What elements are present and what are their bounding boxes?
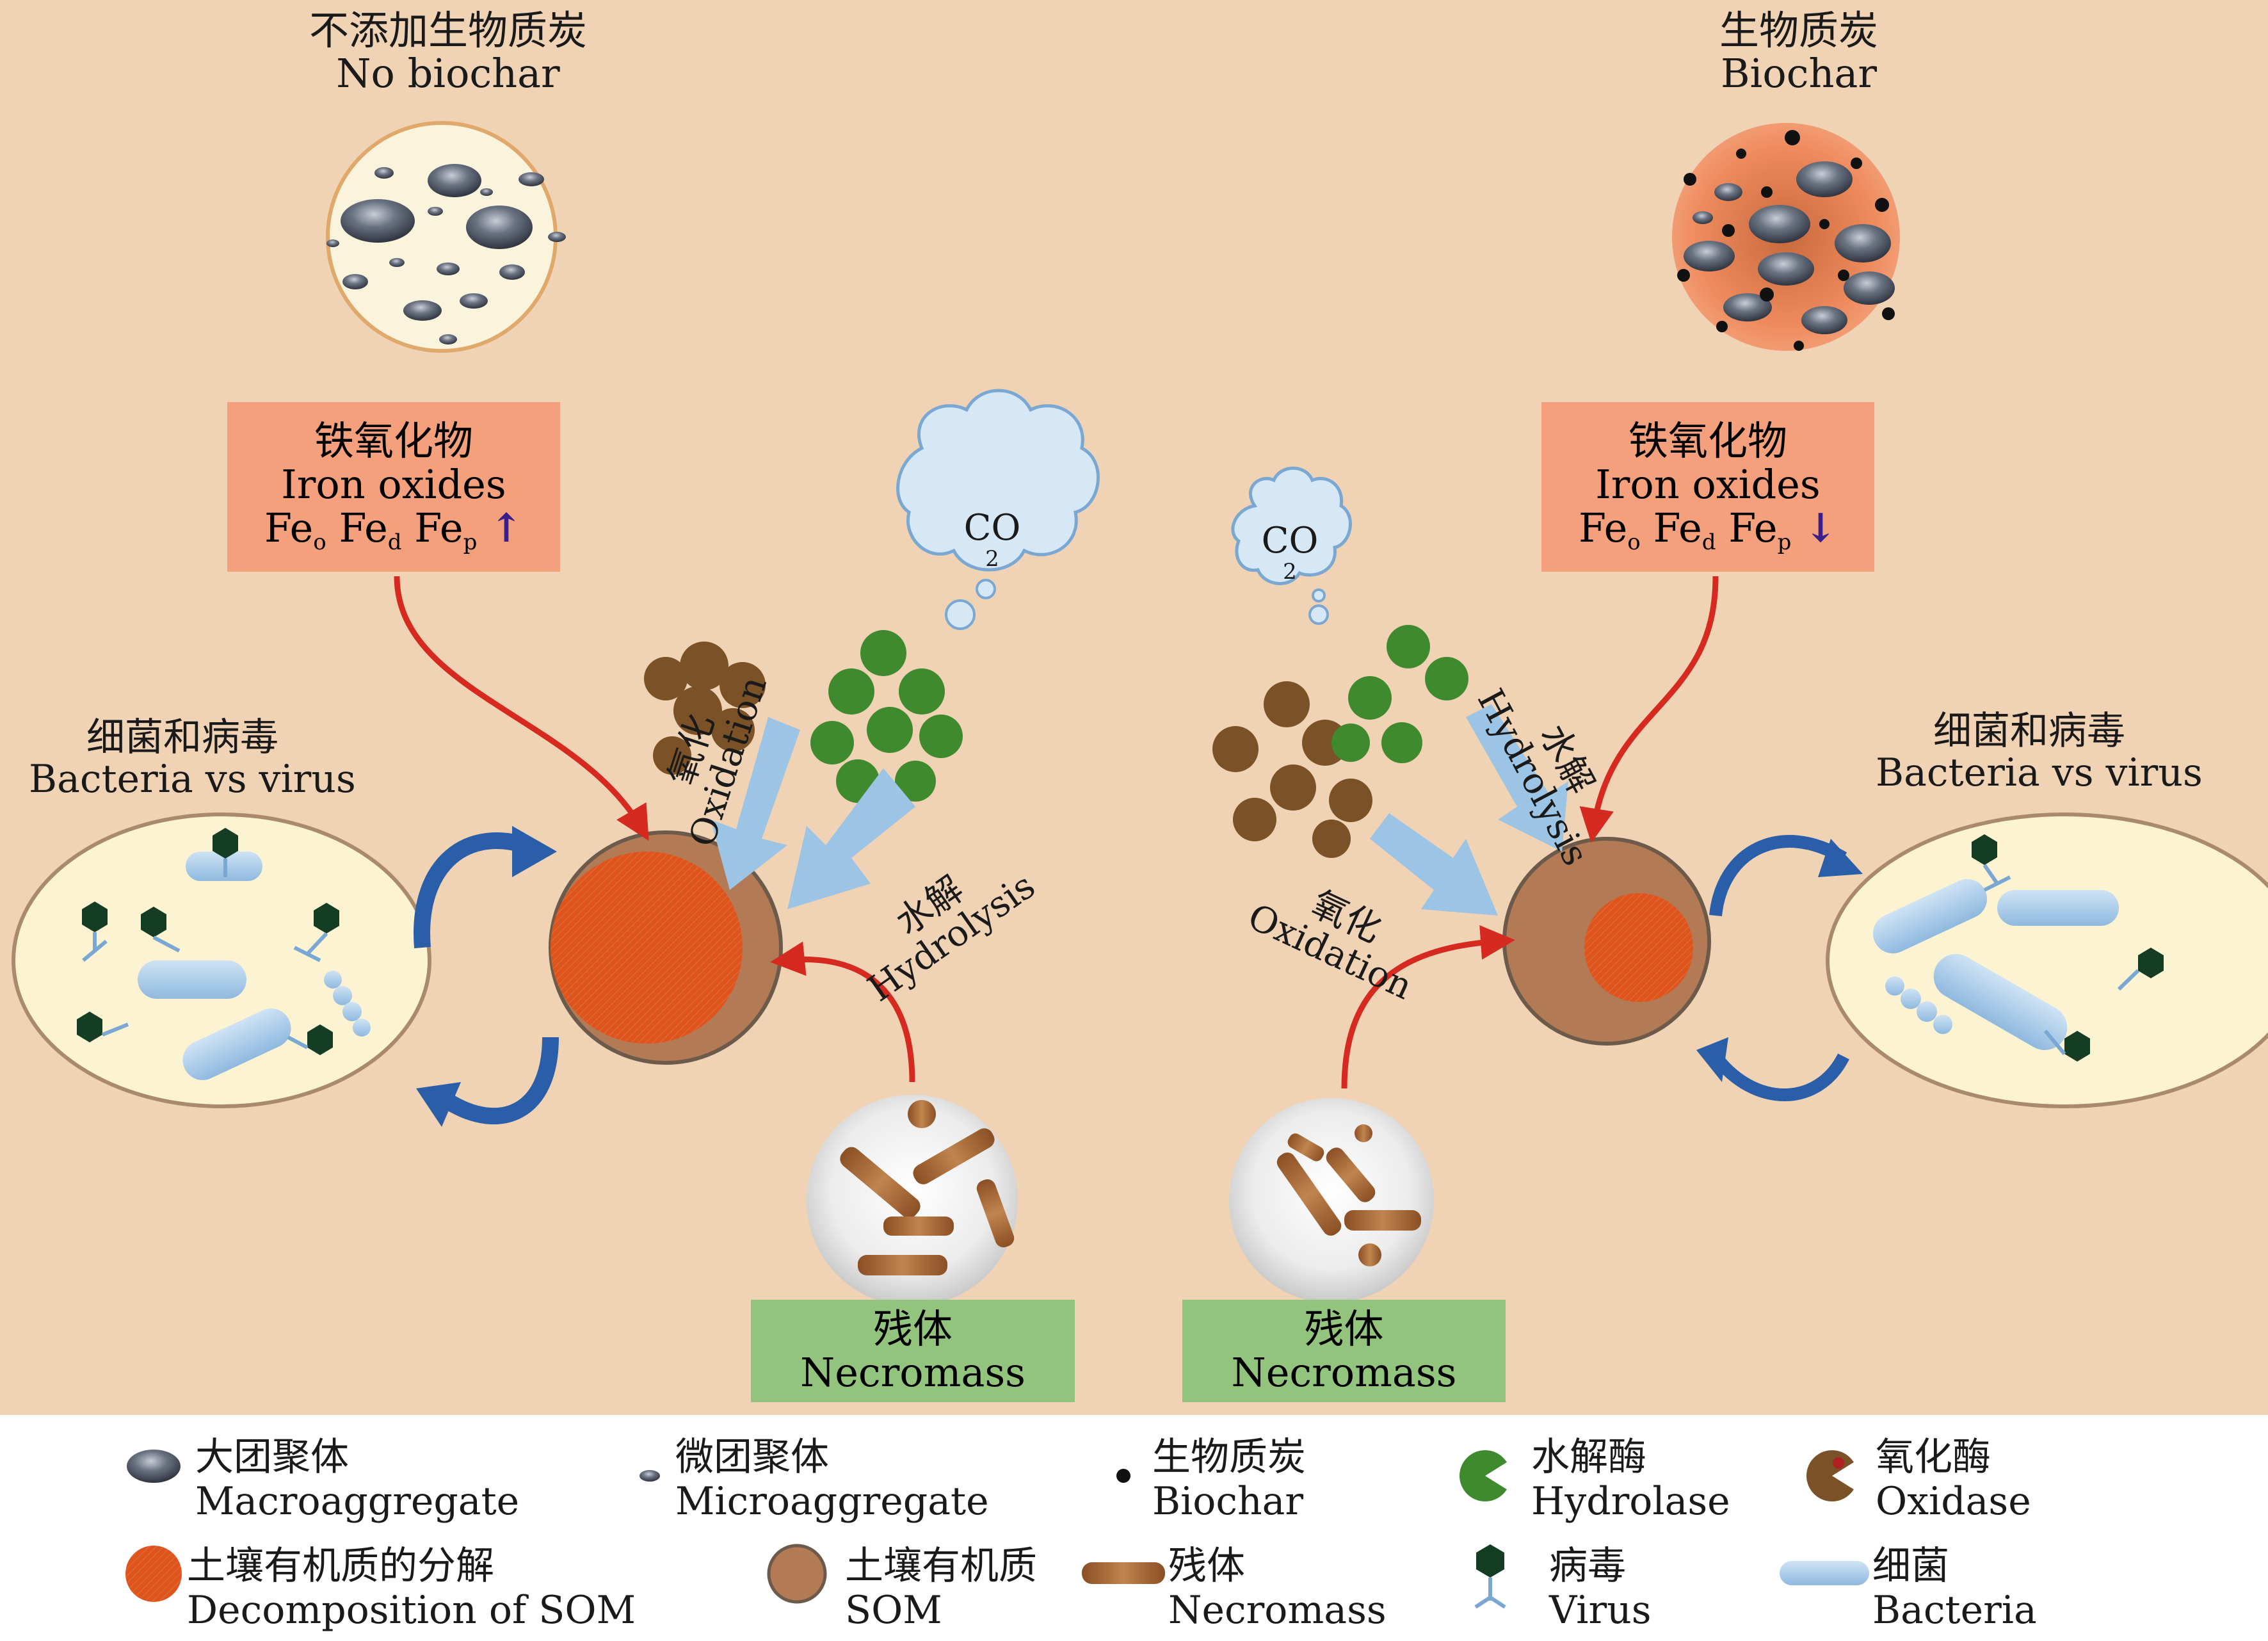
iron-oxides-box-left: 铁氧化物 Iron oxides Feo Fed Fep ↑ xyxy=(227,402,560,572)
iron-fractions-left: Feo Fed Fep ↑ xyxy=(264,504,524,555)
som-right xyxy=(1502,837,1711,1046)
trend-up-arrow-icon: ↑ xyxy=(490,504,524,551)
iron-oxides-en-left: Iron oxides xyxy=(281,460,506,508)
som-decomposition-left xyxy=(549,830,783,1065)
bacteria-icon xyxy=(1780,1561,1869,1585)
oxidase-cluster-left xyxy=(644,642,766,775)
som-decomposition-icon xyxy=(125,1546,182,1602)
co2-cloud-right xyxy=(1231,466,1352,625)
exchange-arrows-left xyxy=(414,826,559,1127)
microaggregate-icon xyxy=(639,1470,660,1482)
bacteria-virus-ellipse-right xyxy=(1826,812,2268,1108)
iron-fractions-right: Feo Fed Fep ↓ xyxy=(1578,504,1838,555)
biochar-aggregate xyxy=(1672,123,1900,351)
oxidase-cluster-right xyxy=(1212,681,1372,858)
hydrolase-icon xyxy=(1460,1450,1511,1501)
necromass-sphere-left xyxy=(807,1095,1018,1306)
left-title: 不添加生物质炭 No biochar xyxy=(282,7,615,97)
right-title: 生物质炭 Biochar xyxy=(1632,7,1965,97)
iron-oxides-cn-right: 铁氧化物 xyxy=(1628,417,1787,464)
iron-oxide-arrow-right xyxy=(1579,576,1719,843)
legend-background xyxy=(0,1415,2268,1638)
necromass-cn-right: 残体 xyxy=(1304,1305,1384,1352)
oxidation-arrow-left xyxy=(711,717,800,890)
necromass-sphere-right xyxy=(1229,1098,1434,1303)
trend-down-arrow-icon: ↓ xyxy=(1804,504,1838,551)
hydrolase-cluster-left xyxy=(810,630,963,803)
necromass-icon xyxy=(1082,1562,1165,1584)
iron-oxides-box-right: 铁氧化物 Iron oxides Feo Fed Fep ↓ xyxy=(1541,402,1874,572)
microbes-cn-left: 细菌和病毒 xyxy=(86,715,278,760)
necromass-cn-left: 残体 xyxy=(873,1305,953,1352)
co2-cloud-left xyxy=(896,389,1100,630)
left-title-en: No biochar xyxy=(336,49,560,97)
microbes-cn-right: 细菌和病毒 xyxy=(1933,709,2125,754)
microbes-label-left: 细菌和病毒 Bacteria vs virus xyxy=(29,715,356,802)
bacteria-virus-ellipse-left xyxy=(12,812,431,1108)
iron-oxides-en-right: Iron oxides xyxy=(1595,460,1821,508)
right-title-en: Biochar xyxy=(1721,49,1877,97)
necromass-arrow-left xyxy=(770,941,915,1083)
virus-icon xyxy=(1474,1544,1506,1609)
som-icon xyxy=(767,1544,827,1604)
no-biochar-aggregate xyxy=(326,121,566,353)
biochar-icon xyxy=(1116,1469,1130,1483)
necromass-box-right: 残体 Necromass xyxy=(1182,1300,1506,1402)
iron-oxide-arrow-left xyxy=(394,576,649,841)
necromass-en-left: Necromass xyxy=(800,1349,1026,1396)
microbes-label-right: 细菌和病毒 Bacteria vs virus xyxy=(1876,709,2203,795)
microbes-en-left: Bacteria vs virus xyxy=(29,756,356,802)
iron-oxides-cn-left: 铁氧化物 xyxy=(314,417,473,464)
exchange-arrows-right xyxy=(1696,835,1863,1101)
necromass-en-right: Necromass xyxy=(1231,1349,1457,1396)
hydrolysis-arrow-right xyxy=(1466,704,1568,852)
oxidase-icon xyxy=(1806,1450,1858,1501)
microbes-en-right: Bacteria vs virus xyxy=(1876,750,2203,795)
right-title-cn: 生物质炭 xyxy=(1719,7,1878,54)
hydrolysis-arrow-left xyxy=(787,768,915,909)
left-title-cn: 不添加生物质炭 xyxy=(309,7,587,54)
necromass-box-left: 残体 Necromass xyxy=(751,1300,1075,1402)
hydrolase-cluster-right xyxy=(1331,625,1468,763)
macroaggregate-icon xyxy=(127,1450,181,1483)
legend-icons xyxy=(125,1450,1869,1609)
oxidation-arrow-right xyxy=(1370,813,1498,916)
necromass-arrow-right xyxy=(1341,925,1515,1089)
